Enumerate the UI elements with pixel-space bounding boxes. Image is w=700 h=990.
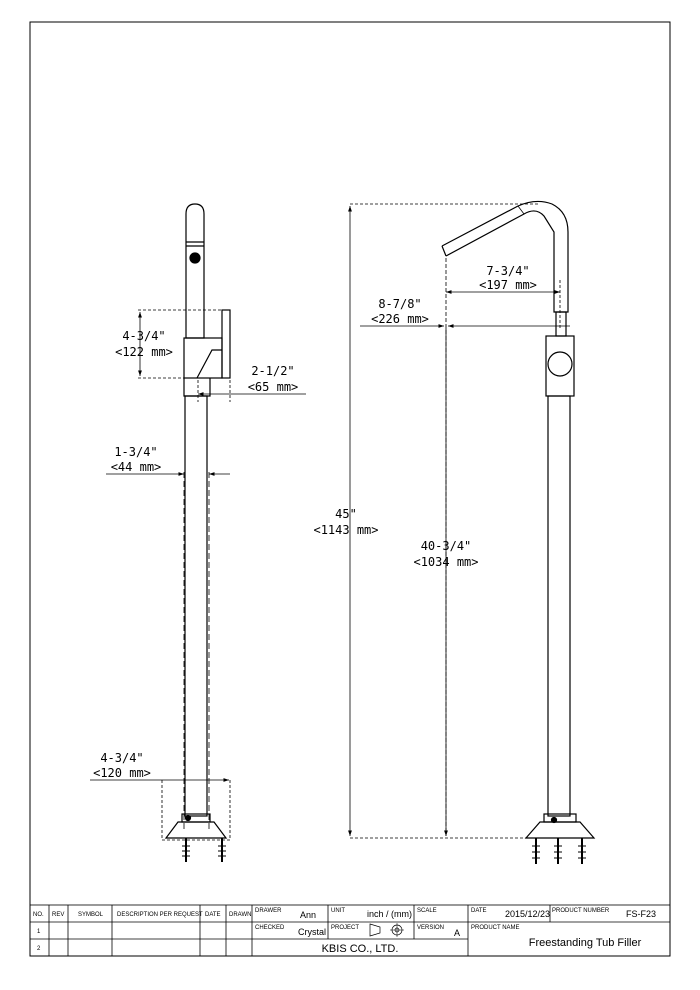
header-date: DATE (205, 912, 221, 918)
dim-spout-height-mm: <1034 mm> (413, 555, 478, 569)
side-lever (555, 311, 567, 337)
dim-base-width-mm: <120 mm> (93, 766, 151, 780)
header-drawer: DRAWER (255, 908, 282, 914)
checked-value: Crystal (298, 927, 326, 937)
side-base (524, 821, 596, 839)
dim-spout-offset-mm: <226 mm> (371, 312, 429, 326)
header-symbol: SYMBOL (78, 912, 104, 918)
title-block (29, 904, 671, 957)
version-value: A (454, 928, 460, 938)
front-base (164, 821, 228, 839)
product-number-value: FS-F23 (626, 909, 656, 919)
date-value: 2015/12/23 (505, 909, 550, 919)
header-date2: DATE (471, 908, 487, 914)
header-scale: SCALE (417, 908, 437, 914)
row-1-number: 1 (37, 929, 41, 935)
header-product-name: PRODUCT NAME (471, 925, 520, 931)
row-2-number: 2 (37, 946, 41, 952)
dim-pipe-width-mm: <44 mm> (111, 460, 162, 474)
company-name: KBIS CO., LTD. (322, 943, 399, 955)
dim-base-width-in: 4-3/4" (100, 751, 143, 765)
dim-handle-height-in: 4-3/4" (122, 329, 165, 343)
side-spout (441, 200, 569, 313)
dim-spout-height-in: 40-3/4" (421, 539, 472, 553)
header-description: DESCRIPTION PER REQUEST (117, 912, 203, 918)
header-checked: CHECKED (255, 925, 285, 931)
projection-cone-icon (369, 923, 381, 937)
dim-total-height-in: 45" (335, 507, 357, 521)
side-handle-knob (547, 351, 573, 377)
side-view (441, 200, 596, 864)
front-handle-lever (221, 309, 231, 379)
front-view (164, 203, 231, 862)
header-version: VERSION (417, 925, 444, 931)
dim-total-height-mm: <1143 mm> (313, 523, 378, 537)
dim-handle-depth-in: 2-1/2" (251, 364, 294, 378)
front-aerator (189, 252, 201, 264)
front-spout (185, 203, 205, 339)
dim-pipe-width-in: 1-3/4" (114, 445, 157, 459)
header-rev: REV (52, 912, 64, 918)
header-project: PROJECT (331, 925, 359, 931)
drawer-value: Ann (300, 910, 316, 920)
dim-spout-offset-in: 8-7/8" (378, 297, 421, 311)
header-product-number: PRODUCT NUMBER (552, 908, 610, 914)
side-pipe (547, 395, 571, 817)
header-no: NO. (33, 912, 44, 918)
unit-value: inch / (mm) (367, 909, 412, 919)
dim-handle-height-mm: <122 mm> (115, 345, 173, 359)
dim-spout-reach-in: 7-3/4" (486, 264, 529, 278)
front-pipe (184, 395, 208, 817)
front-handle-body (183, 337, 223, 379)
dim-handle-depth-mm: <65 mm> (248, 380, 299, 394)
header-drawn: DRAWN (229, 912, 251, 918)
product-name-value: Freestanding Tub Filler (529, 937, 642, 949)
side-handle-body (545, 335, 575, 397)
header-unit: UNIT (331, 908, 345, 914)
dim-spout-reach-mm: <197 mm> (479, 278, 537, 292)
